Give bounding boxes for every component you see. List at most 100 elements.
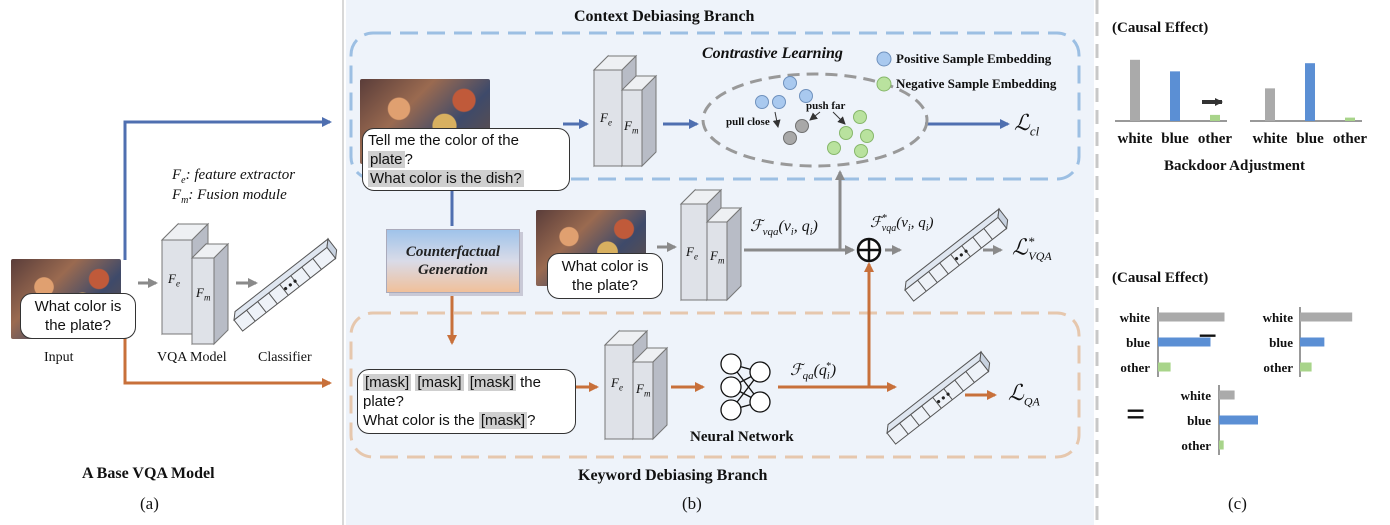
negative-sample bbox=[827, 141, 841, 155]
input-label: Input bbox=[44, 350, 74, 365]
contrastive-ellipse bbox=[701, 72, 929, 168]
main-question: What color is the plate? bbox=[547, 253, 663, 299]
counterfactual-generation: Counterfactual Generation bbox=[386, 229, 520, 293]
oplus-symbol bbox=[856, 237, 882, 263]
negative-legend: Negative Sample Embedding bbox=[896, 76, 1057, 91]
bar-white bbox=[1219, 390, 1235, 400]
tick-label-blue: blue bbox=[1269, 335, 1293, 350]
fe-label-a: Fe bbox=[168, 271, 180, 289]
push-far-arrow-right bbox=[832, 111, 846, 125]
context-branch-box bbox=[349, 31, 1081, 181]
bar-other bbox=[1219, 440, 1224, 450]
minus-sign: − bbox=[1198, 318, 1218, 355]
vqa-model-label: VQA Model bbox=[157, 350, 227, 365]
push-far-arrow-left bbox=[809, 111, 821, 121]
pull-close-label: pull close bbox=[726, 116, 770, 128]
context-model-block bbox=[592, 54, 658, 168]
bar-white bbox=[1130, 59, 1140, 121]
positive-sample bbox=[755, 95, 769, 109]
main-model-block bbox=[679, 188, 743, 302]
panel-c-caption: (c) bbox=[1228, 494, 1247, 513]
vqa-model-block bbox=[160, 222, 230, 346]
main-classifier-bar bbox=[904, 207, 1009, 302]
equals-sign: = bbox=[1126, 396, 1146, 433]
context-question-2: What color is the dish? bbox=[368, 170, 524, 187]
f-vqa-star-label: ℱ*vqa(vi, qi) bbox=[870, 213, 934, 234]
fm-label-keyword: Fm bbox=[636, 381, 651, 399]
bar-blue bbox=[1305, 63, 1315, 121]
keyword-question-1: [mask] [mask] [mask] the plate? bbox=[363, 374, 541, 410]
negative-sample bbox=[839, 126, 853, 140]
arrow-input-to-keyword bbox=[123, 335, 332, 388]
fe-label-keyword: Fe bbox=[611, 375, 623, 393]
legend-fm: Fm: Fusion module bbox=[172, 187, 287, 206]
tick-label-white: white bbox=[1253, 131, 1288, 147]
positive-sample bbox=[783, 76, 797, 90]
keyword-classifier-bar bbox=[886, 350, 991, 445]
loss-cl: ℒcl bbox=[1014, 110, 1040, 139]
bar-blue bbox=[1170, 71, 1180, 121]
tick-label-other: other bbox=[1263, 360, 1293, 375]
loss-vqa: ℒ*VQA bbox=[1012, 234, 1052, 263]
anchor-sample bbox=[783, 131, 797, 145]
negative-legend-dot bbox=[876, 76, 892, 92]
positive-legend: Positive Sample Embedding bbox=[896, 51, 1052, 66]
negative-sample bbox=[853, 110, 867, 124]
tick-label-blue: blue bbox=[1161, 131, 1189, 147]
bar-other bbox=[1158, 362, 1171, 372]
anchor-sample bbox=[795, 119, 809, 133]
tick-label-other: other bbox=[1120, 360, 1150, 375]
tick-label-other: other bbox=[1181, 438, 1211, 453]
tick-label-blue: blue bbox=[1126, 335, 1150, 350]
fm-label-context: Fm bbox=[624, 118, 639, 136]
bar-other bbox=[1345, 117, 1355, 121]
pull-close-arrow bbox=[772, 111, 781, 128]
causal-effect-title-1: (Causal Effect) bbox=[1112, 20, 1209, 36]
keyword-branch-box bbox=[349, 311, 1081, 459]
classifier-bar bbox=[233, 237, 338, 332]
negative-sample bbox=[854, 144, 868, 158]
tick-label-blue: blue bbox=[1296, 131, 1324, 147]
backdoor-adjustment-label: Backdoor Adjustment bbox=[1164, 158, 1305, 174]
fe-label-main: Fe bbox=[686, 244, 698, 262]
bar-blue bbox=[1300, 337, 1325, 347]
fm-label-a: Fm bbox=[196, 285, 211, 303]
legend-fe: Fe: feature extractor bbox=[172, 167, 296, 186]
bar-white bbox=[1265, 88, 1275, 121]
context-questions: Tell me the color of the plate? What col… bbox=[362, 128, 570, 191]
negative-sample bbox=[860, 129, 874, 143]
tick-label-other: other bbox=[1333, 131, 1367, 147]
positive-sample bbox=[799, 89, 813, 103]
tick-label-white: white bbox=[1181, 388, 1212, 403]
keyword-branch-title: Keyword Debiasing Branch bbox=[578, 467, 768, 484]
contrastive-title: Contrastive Learning bbox=[702, 45, 843, 62]
context-branch-title: Context Debiasing Branch bbox=[574, 8, 755, 25]
arrow-input-to-context bbox=[123, 117, 332, 260]
f-qa-label: ℱqa(qi*) bbox=[790, 360, 837, 383]
loss-qa: ℒQA bbox=[1008, 380, 1040, 409]
tick-label-blue: blue bbox=[1187, 413, 1211, 428]
tick-label-white: white bbox=[1118, 131, 1153, 147]
panel-b-caption: (b) bbox=[682, 494, 702, 513]
classifier-label: Classifier bbox=[258, 350, 312, 365]
neural-network-label: Neural Network bbox=[690, 429, 794, 445]
panel-a-caption: (a) bbox=[140, 494, 159, 513]
positive-sample bbox=[772, 95, 786, 109]
causal-effect-title-2: (Causal Effect) bbox=[1112, 270, 1209, 286]
bar-other bbox=[1300, 362, 1312, 372]
f-vqa-label: ℱvqa(vi, qi) bbox=[750, 218, 818, 239]
bar-blue bbox=[1158, 337, 1211, 347]
tick-label-white: white bbox=[1263, 310, 1294, 325]
bar-white bbox=[1300, 312, 1353, 322]
panel-a-title: A Base VQA Model bbox=[82, 465, 215, 482]
neural-network-icon bbox=[720, 353, 771, 421]
fe-label-context: Fe bbox=[600, 110, 612, 128]
input-question: What color is the plate? bbox=[20, 293, 136, 339]
positive-legend-dot bbox=[876, 51, 892, 67]
bar-white bbox=[1158, 312, 1225, 322]
push-far-label: push far bbox=[806, 100, 846, 112]
bar-blue bbox=[1219, 415, 1258, 425]
